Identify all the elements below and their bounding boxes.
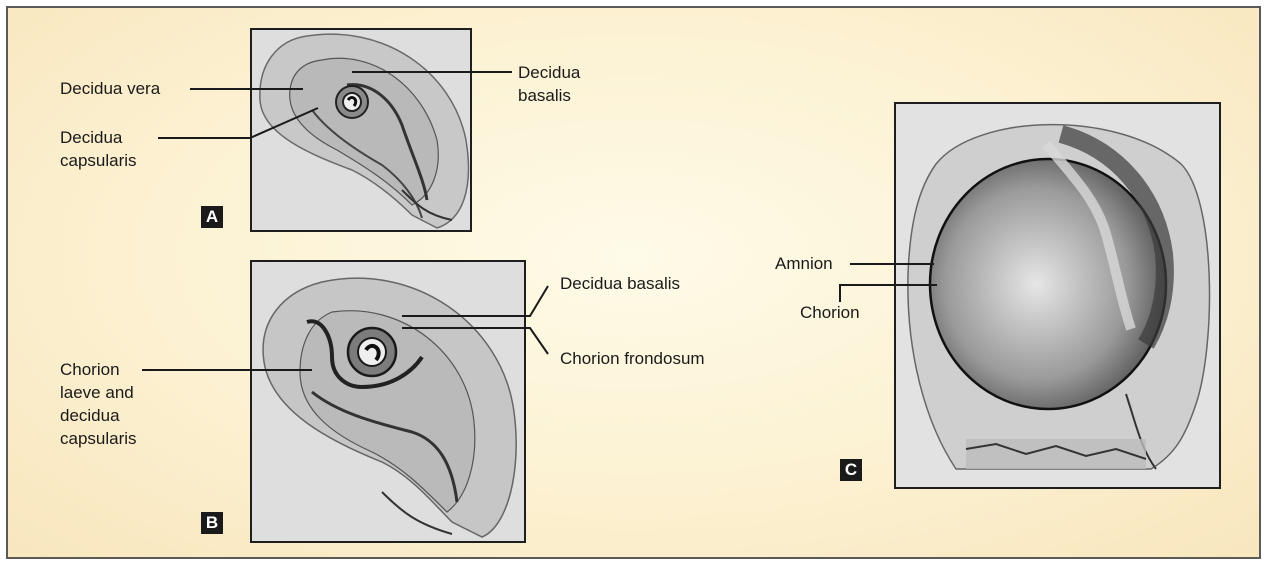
- label-decidua-vera: Decidua vera: [60, 78, 160, 100]
- label-chorion-laeve-line2: laeve and: [60, 382, 134, 404]
- label-chorion-frondosum: Chorion frondosum: [560, 348, 705, 370]
- panel-b-drawing: [252, 262, 526, 543]
- panel-c-illustration: [894, 102, 1221, 489]
- label-chorion-laeve-line4: capsularis: [60, 428, 137, 450]
- label-decidua-capsularis-a-line2: capsularis: [60, 150, 137, 172]
- label-chorion-laeve-line3: decidua: [60, 405, 120, 427]
- label-decidua-capsularis-a-line1: Decidua: [60, 127, 122, 149]
- panel-b-badge: B: [201, 512, 223, 534]
- panel-a-drawing: [252, 30, 472, 232]
- label-decidua-basalis-b: Decidua basalis: [560, 273, 680, 295]
- panel-b-illustration: [250, 260, 526, 543]
- label-decidua-basalis-a-line2: basalis: [518, 85, 571, 107]
- label-chorion-laeve-line1: Chorion: [60, 359, 120, 381]
- label-decidua-basalis-a-line1: Decidua: [518, 62, 580, 84]
- label-amnion: Amnion: [775, 253, 833, 275]
- panel-c-badge: C: [840, 459, 862, 481]
- panel-a-illustration: [250, 28, 472, 232]
- label-chorion: Chorion: [800, 302, 860, 324]
- panel-a-badge: A: [201, 206, 223, 228]
- panel-c-drawing: [896, 104, 1221, 489]
